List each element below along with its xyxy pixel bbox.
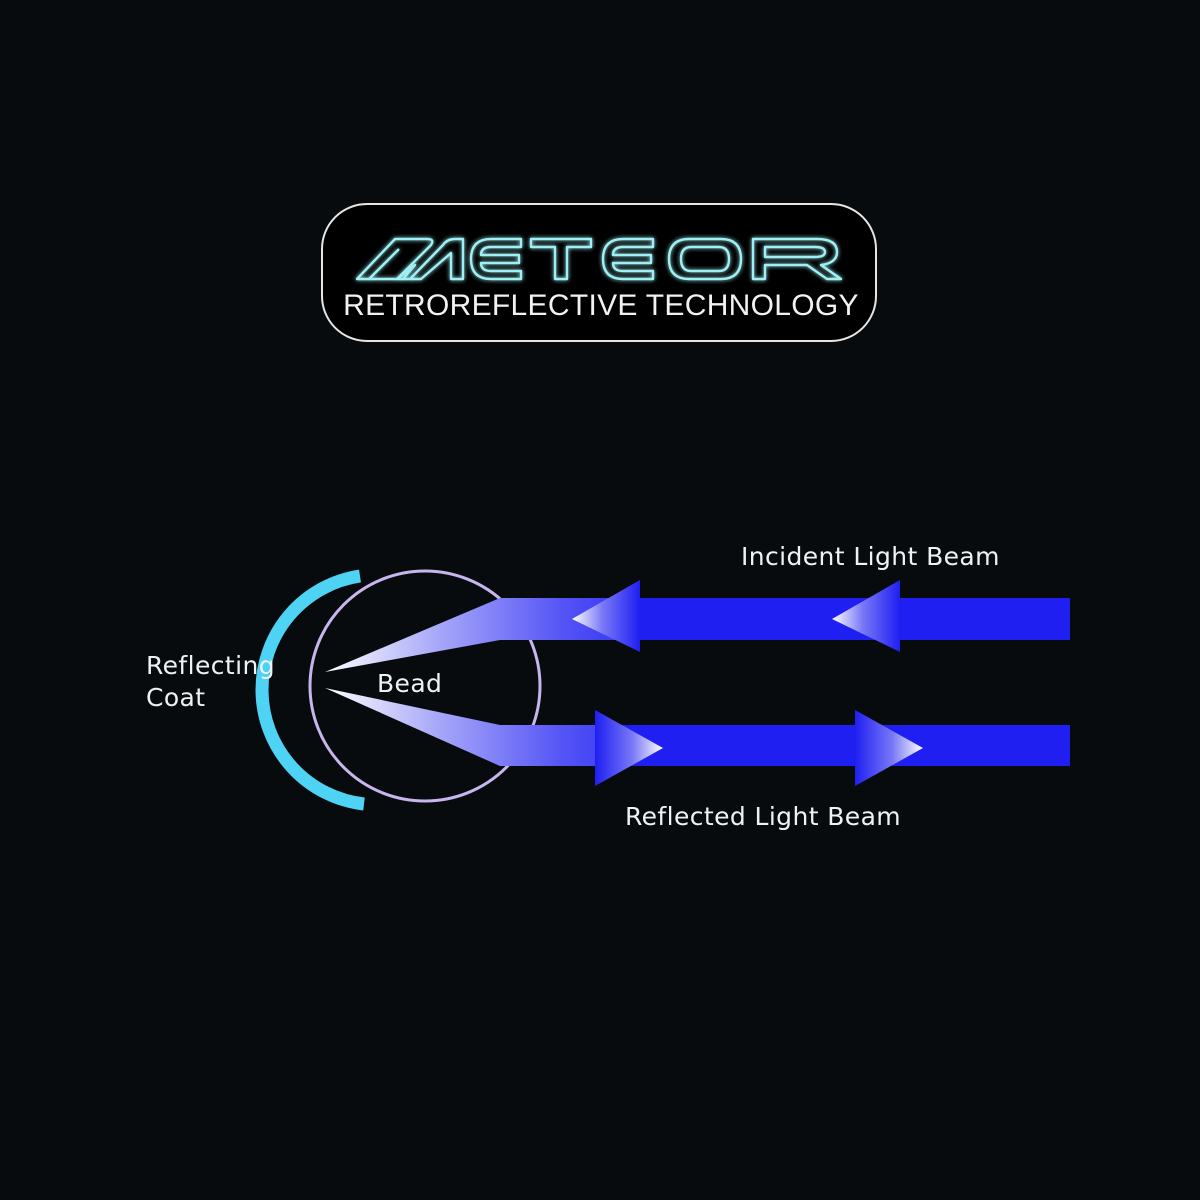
incident-arrowhead-1 bbox=[572, 580, 640, 652]
incident-arrowhead-2 bbox=[832, 580, 900, 652]
meteor-logo-badge: RETROREFLECTIVE TECHNOLOGY bbox=[321, 203, 877, 342]
reflected-light-beam-label: Reflected Light Beam bbox=[625, 802, 902, 831]
reflected-beam-shaft bbox=[600, 725, 1070, 766]
incident-beam-converging bbox=[325, 598, 640, 672]
reflected-arrowhead-1 bbox=[595, 710, 663, 786]
bead-label: Bead bbox=[377, 669, 443, 698]
logo-tagline: RETROREFLECTIVE TECHNOLOGY bbox=[343, 289, 859, 322]
reflecting-coat-label-line2: Coat bbox=[146, 683, 206, 712]
reflecting-coat-arc bbox=[255, 569, 365, 811]
bead-outline bbox=[308, 569, 542, 803]
incident-light-beam-label: Incident Light Beam bbox=[741, 542, 1000, 571]
meteor-wordmark bbox=[355, 237, 843, 281]
reflecting-coat-label-line1: Reflecting bbox=[146, 651, 275, 680]
reflected-arrowhead-2 bbox=[855, 710, 923, 786]
reflected-beam-diverging bbox=[325, 688, 640, 766]
